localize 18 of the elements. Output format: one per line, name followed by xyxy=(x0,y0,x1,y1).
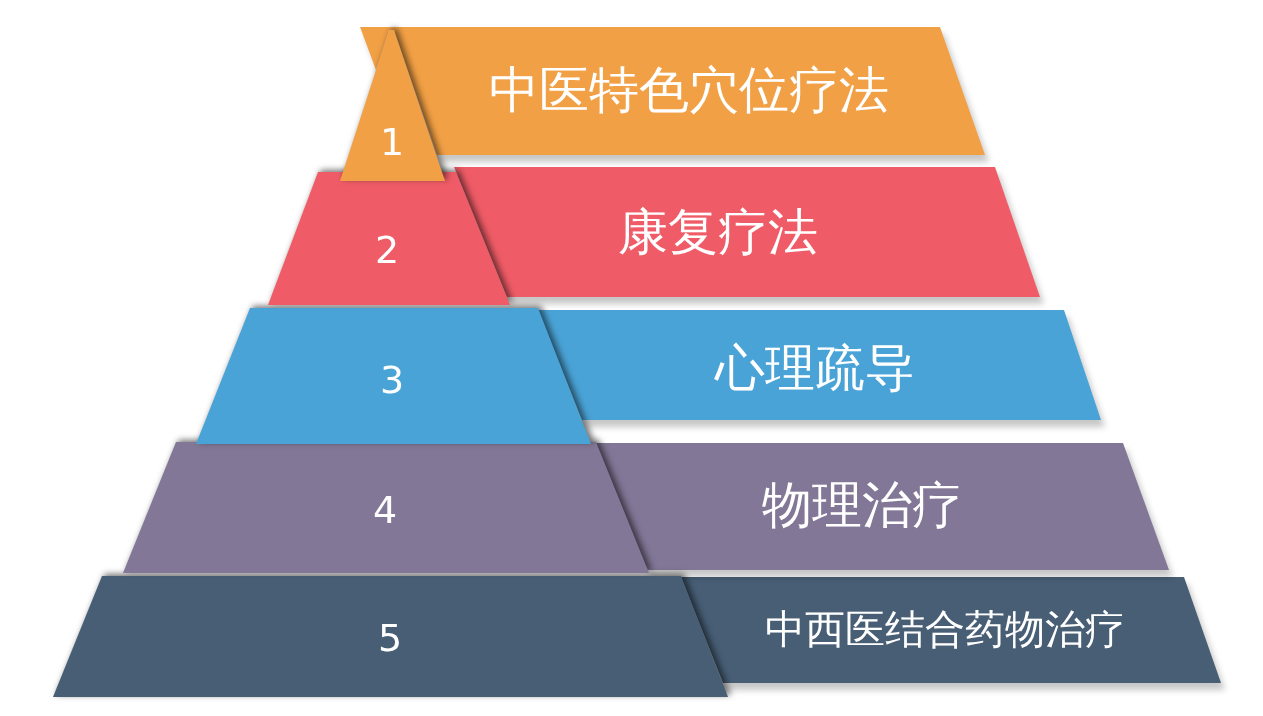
tier-number: 4 xyxy=(372,491,398,529)
band-label: 中医特色穴位疗法 xyxy=(489,65,889,115)
pyramid-tier xyxy=(196,308,591,444)
tier-number: 1 xyxy=(379,123,405,161)
band-label: 心理疏导 xyxy=(715,343,915,393)
pyramid-tier xyxy=(340,30,445,181)
tier-number: 3 xyxy=(379,361,405,399)
band-label: 中西医结合药物治疗 xyxy=(765,609,1125,649)
tier-number: 2 xyxy=(374,231,400,269)
band-label: 康复疗法 xyxy=(618,207,818,257)
ribbon-band xyxy=(596,443,1169,570)
band-label: 物理治疗 xyxy=(762,480,962,530)
tier-number: 5 xyxy=(377,619,403,657)
pyramid-tier xyxy=(53,576,728,697)
ribbon-band xyxy=(681,577,1221,683)
pyramid-tier xyxy=(123,442,649,573)
ribbon-band xyxy=(538,310,1101,420)
pyramid-tier xyxy=(268,172,510,305)
